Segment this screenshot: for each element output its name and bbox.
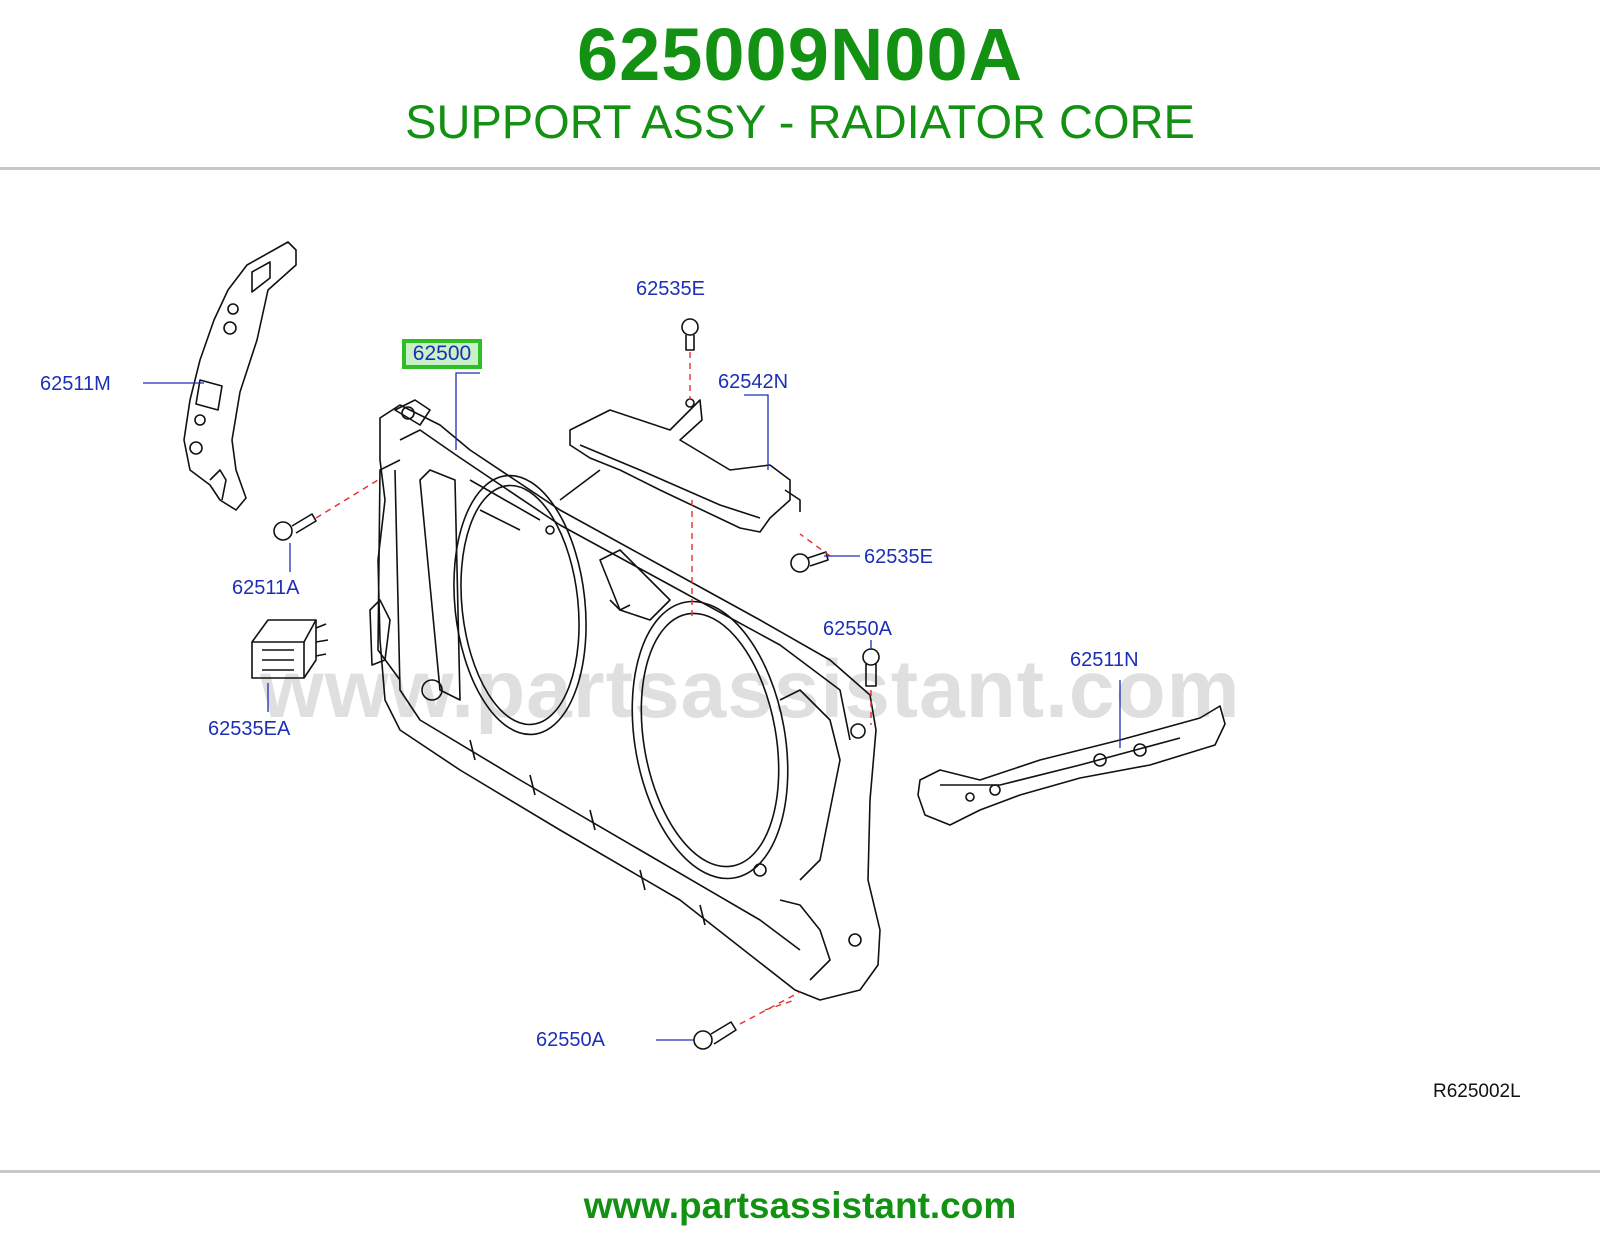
- radiator-support-frame-drawing: [369, 399, 881, 1001]
- bolt-bottom-drawing: [693, 1021, 737, 1050]
- page-header: 625009N00A SUPPORT ASSY - RADIATOR CORE: [0, 0, 1600, 168]
- left-bracket-drawing: [183, 241, 297, 511]
- watermark-text: www.partsassistant.com: [260, 644, 1241, 735]
- reference-code: R625002L: [1433, 1081, 1521, 1102]
- label-leader-lines: [143, 372, 1121, 1041]
- footer-site-link[interactable]: www.partsassistant.com: [583, 1185, 1017, 1226]
- assembly-leader-lines: [315, 352, 872, 1025]
- bolt-left-drawing: [273, 513, 317, 541]
- bolt-right-drawing: [862, 648, 880, 687]
- label-62511M[interactable]: 62511M: [40, 373, 111, 395]
- header-divider: [0, 167, 1600, 170]
- air-guide-cover-drawing: [569, 398, 801, 533]
- right-bracket-drawing: [917, 705, 1226, 826]
- footer-divider: [0, 1170, 1600, 1173]
- label-62511N[interactable]: 62511N: [1070, 649, 1139, 671]
- part-number-title: 625009N00A: [576, 13, 1024, 96]
- label-62550A-bottom[interactable]: 62550A: [536, 1029, 605, 1051]
- label-62550A-right[interactable]: 62550A: [823, 618, 892, 640]
- label-62535EA[interactable]: 62535EA: [208, 718, 291, 740]
- label-62535E-right[interactable]: 62535E: [864, 546, 933, 568]
- part-description: SUPPORT ASSY - RADIATOR CORE: [405, 95, 1195, 148]
- label-62511A[interactable]: 62511A: [232, 577, 300, 599]
- label-62535E-top[interactable]: 62535E: [636, 278, 705, 300]
- label-62500-highlighted[interactable]: 62500: [402, 339, 482, 369]
- clip-drawing: [251, 619, 329, 679]
- bolt-top-drawing: [681, 318, 699, 351]
- bolt-cover-right-drawing: [790, 551, 829, 573]
- label-62542N[interactable]: 62542N: [718, 371, 789, 393]
